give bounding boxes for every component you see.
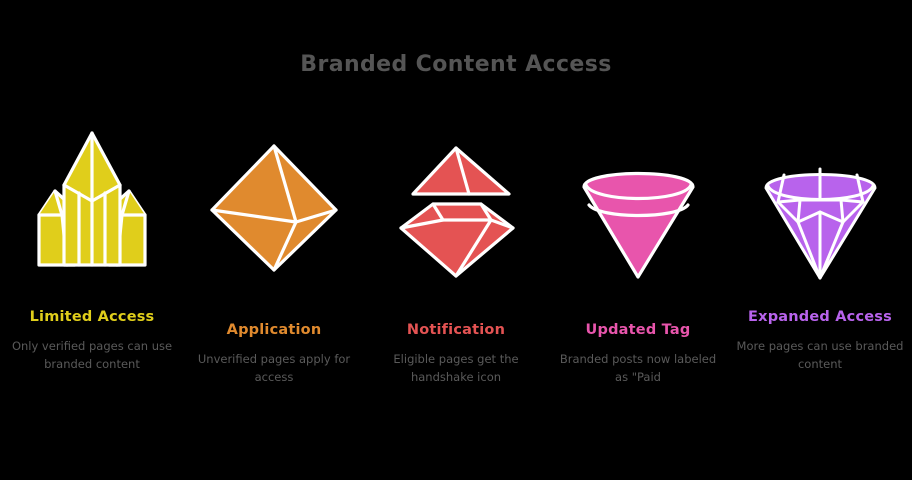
column-text-block: Notification Eligible pages get the hand… (372, 321, 540, 387)
column-heading: Limited Access (29, 309, 155, 325)
column-updated-tag: Updated Tag Branded posts now labeled as… (547, 118, 729, 448)
split-gem-icon (376, 132, 536, 292)
column-heading: Notification (406, 322, 506, 338)
column-application: Application Unverified pages apply for a… (183, 118, 365, 448)
column-body: More pages can use branded content (736, 338, 904, 372)
page-title: Branded Content Access (300, 52, 612, 77)
column-heading: Updated Tag (585, 322, 691, 338)
column-heading: Application (226, 322, 322, 338)
round-cut-diamond-icon (558, 138, 718, 298)
octahedron-gem-icon (194, 128, 354, 288)
column-body: Unverified pages apply for access (197, 351, 351, 385)
column-body: Branded posts now labeled as "Paid (559, 351, 717, 385)
column-text-block: Updated Tag Branded posts now labeled as… (554, 321, 722, 387)
column-expanded-access: Expanded Access More pages can use brand… (729, 118, 911, 448)
column-notification: Notification Eligible pages get the hand… (365, 118, 547, 448)
column-heading: Expanded Access (748, 309, 892, 325)
crystal-cluster-icon (12, 118, 172, 278)
brilliant-cut-diamond-icon (740, 142, 900, 302)
column-limited-access: Limited Access Only verified pages can u… (1, 118, 183, 448)
column-list: Limited Access Only verified pages can u… (0, 118, 912, 448)
column-text-block: Application Unverified pages apply for a… (190, 321, 358, 387)
column-text-block: Limited Access Only verified pages can u… (8, 308, 176, 374)
column-body: Eligible pages get the handshake icon (393, 351, 519, 385)
column-body: Only verified pages can use branded cont… (11, 338, 173, 372)
column-text-block: Expanded Access More pages can use brand… (736, 308, 904, 374)
